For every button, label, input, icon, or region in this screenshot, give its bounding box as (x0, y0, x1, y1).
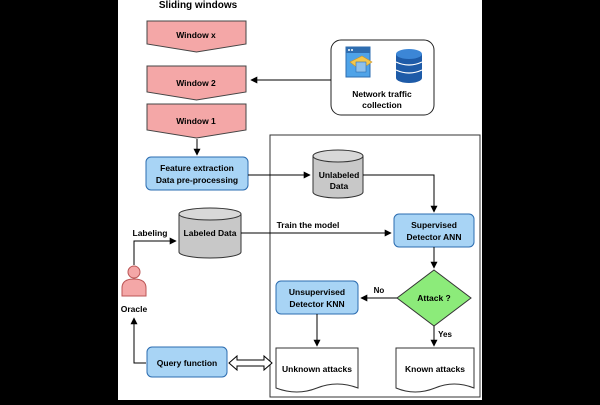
feature-extraction-label-2: Data pre-processing (156, 175, 238, 185)
known-attacks-label: Known attacks (405, 364, 465, 374)
supervised-detector-node: Supervised Detector ANN (393, 213, 475, 248)
unlabeled-data-cylinder-top (312, 149, 364, 163)
attack-decision-label: Attack ? (417, 293, 451, 303)
labeled-data-cylinder-body (178, 214, 242, 259)
person-icon (121, 265, 147, 297)
query-function-label: Query function (157, 358, 217, 368)
no-label: No (374, 286, 385, 295)
window-2-shape (146, 65, 247, 101)
window-1-label: Window 1 (176, 116, 216, 126)
supervised-detector-box (393, 213, 475, 248)
oracle-node: Oracle (121, 265, 148, 314)
unlabeled-data-label-2: Data (330, 181, 349, 191)
unlabeled-data-node: Unlabeled Data (312, 149, 364, 199)
window-x: Window x (146, 20, 247, 53)
labeled-data-node: Labeled Data (178, 207, 242, 259)
network-traffic-label-1: Network traffic (352, 89, 412, 99)
labeling-label: Labeling (133, 228, 168, 238)
network-traffic-label-2: collection (362, 100, 402, 110)
database-icon (395, 49, 423, 83)
window-1-shape (146, 103, 247, 139)
feature-extraction-label-1: Feature extraction (160, 163, 234, 173)
arrow-labeling (133, 237, 177, 265)
window-2: Window 2 (146, 65, 247, 101)
unsupervised-detector-node: Unsupervised Detector KNN (275, 280, 359, 315)
yes-label: Yes (438, 330, 452, 339)
known-attacks-node: Known attacks (395, 347, 475, 393)
detection-group-box (269, 134, 481, 398)
arrow-unlabeled-to-supervised (363, 174, 438, 213)
unlabeled-data-label-1: Unlabeled (319, 170, 360, 180)
feature-extraction-node: Feature extraction Data pre-processing (145, 156, 249, 191)
window-2-label: Window 2 (176, 78, 216, 88)
supervised-detector-label-2: Detector ANN (407, 232, 462, 242)
sliding-windows-title: Sliding windows (159, 0, 238, 11)
unlabeled-data-cylinder-body (312, 156, 364, 199)
oracle-label: Oracle (121, 304, 148, 314)
bidirectional-arrow (228, 354, 273, 372)
unknown-attacks-label: Unknown attacks (282, 364, 352, 374)
window-1: Window 1 (146, 103, 247, 139)
browser-window-icon (345, 46, 373, 78)
window-x-label: Window x (176, 30, 216, 40)
unsupervised-detector-label-1: Unsupervised (289, 287, 345, 297)
labeled-data-label: Labeled Data (184, 228, 237, 238)
unknown-attacks-node: Unknown attacks (275, 347, 359, 393)
network-traffic-node: Network traffic collection (330, 39, 435, 116)
window-x-shape (146, 20, 247, 53)
unsupervised-detector-label-2: Detector KNN (289, 299, 344, 309)
query-function-node: Query function (146, 346, 228, 378)
unsupervised-detector-box (275, 280, 359, 315)
unknown-attacks-document (275, 347, 359, 393)
arrow-query-to-oracle (130, 317, 146, 364)
labeled-data-cylinder-top (178, 207, 242, 221)
train-the-model-label: Train the model (277, 220, 340, 230)
known-attacks-document (395, 347, 475, 393)
feature-extraction-box (145, 156, 249, 191)
query-function-box (146, 346, 228, 378)
supervised-detector-label-1: Supervised (411, 220, 457, 230)
